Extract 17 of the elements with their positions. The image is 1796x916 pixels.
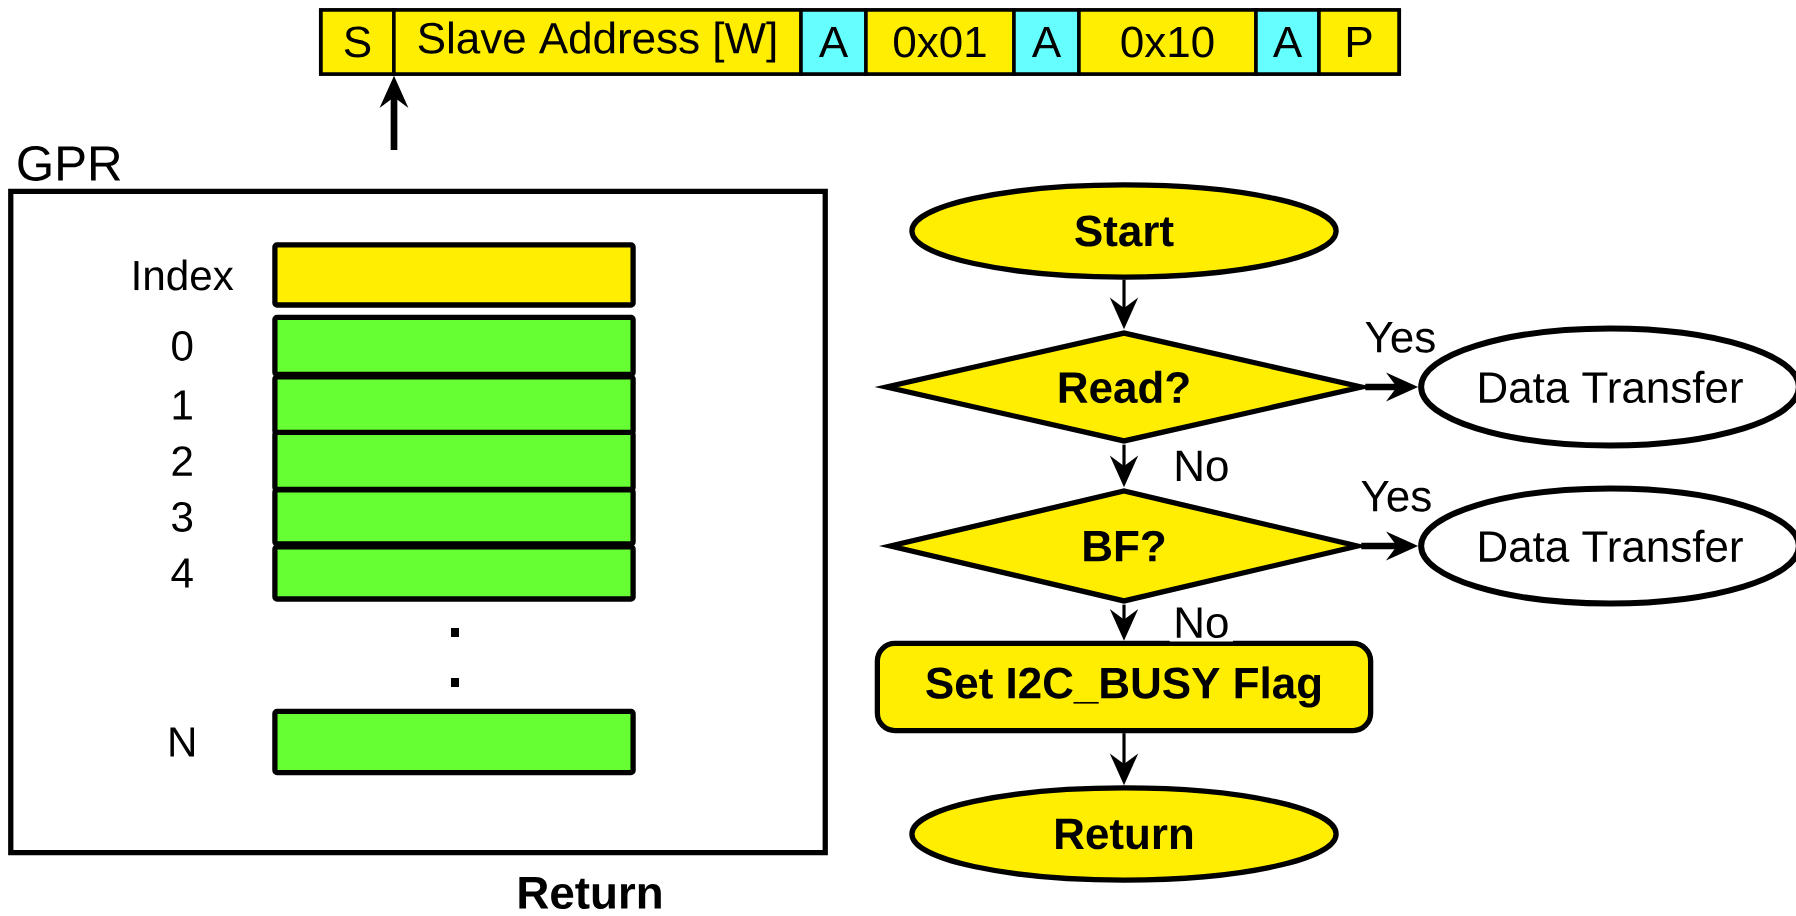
terminal-oval: Start [909,182,1339,280]
caption-text: Return [519,877,661,909]
terminal-oval: Return [909,785,1339,883]
node-label: 1 [173,390,192,420]
register-box: Index [134,242,636,308]
register-box: N [170,708,636,776]
node-label: 4 [171,558,193,588]
node-label: N [170,727,194,757]
node-label: Index [134,259,234,291]
node-label: 0 [172,331,193,361]
node-label: 2 [172,446,192,476]
node-label: 3 [172,502,193,532]
edge-label: No [1169,447,1233,485]
process-box: Set I2C_BUSY Flag [874,640,1374,734]
edge-label: No [1169,603,1233,642]
node-label: GPR [18,146,121,181]
register-box: 4 [171,544,636,602]
